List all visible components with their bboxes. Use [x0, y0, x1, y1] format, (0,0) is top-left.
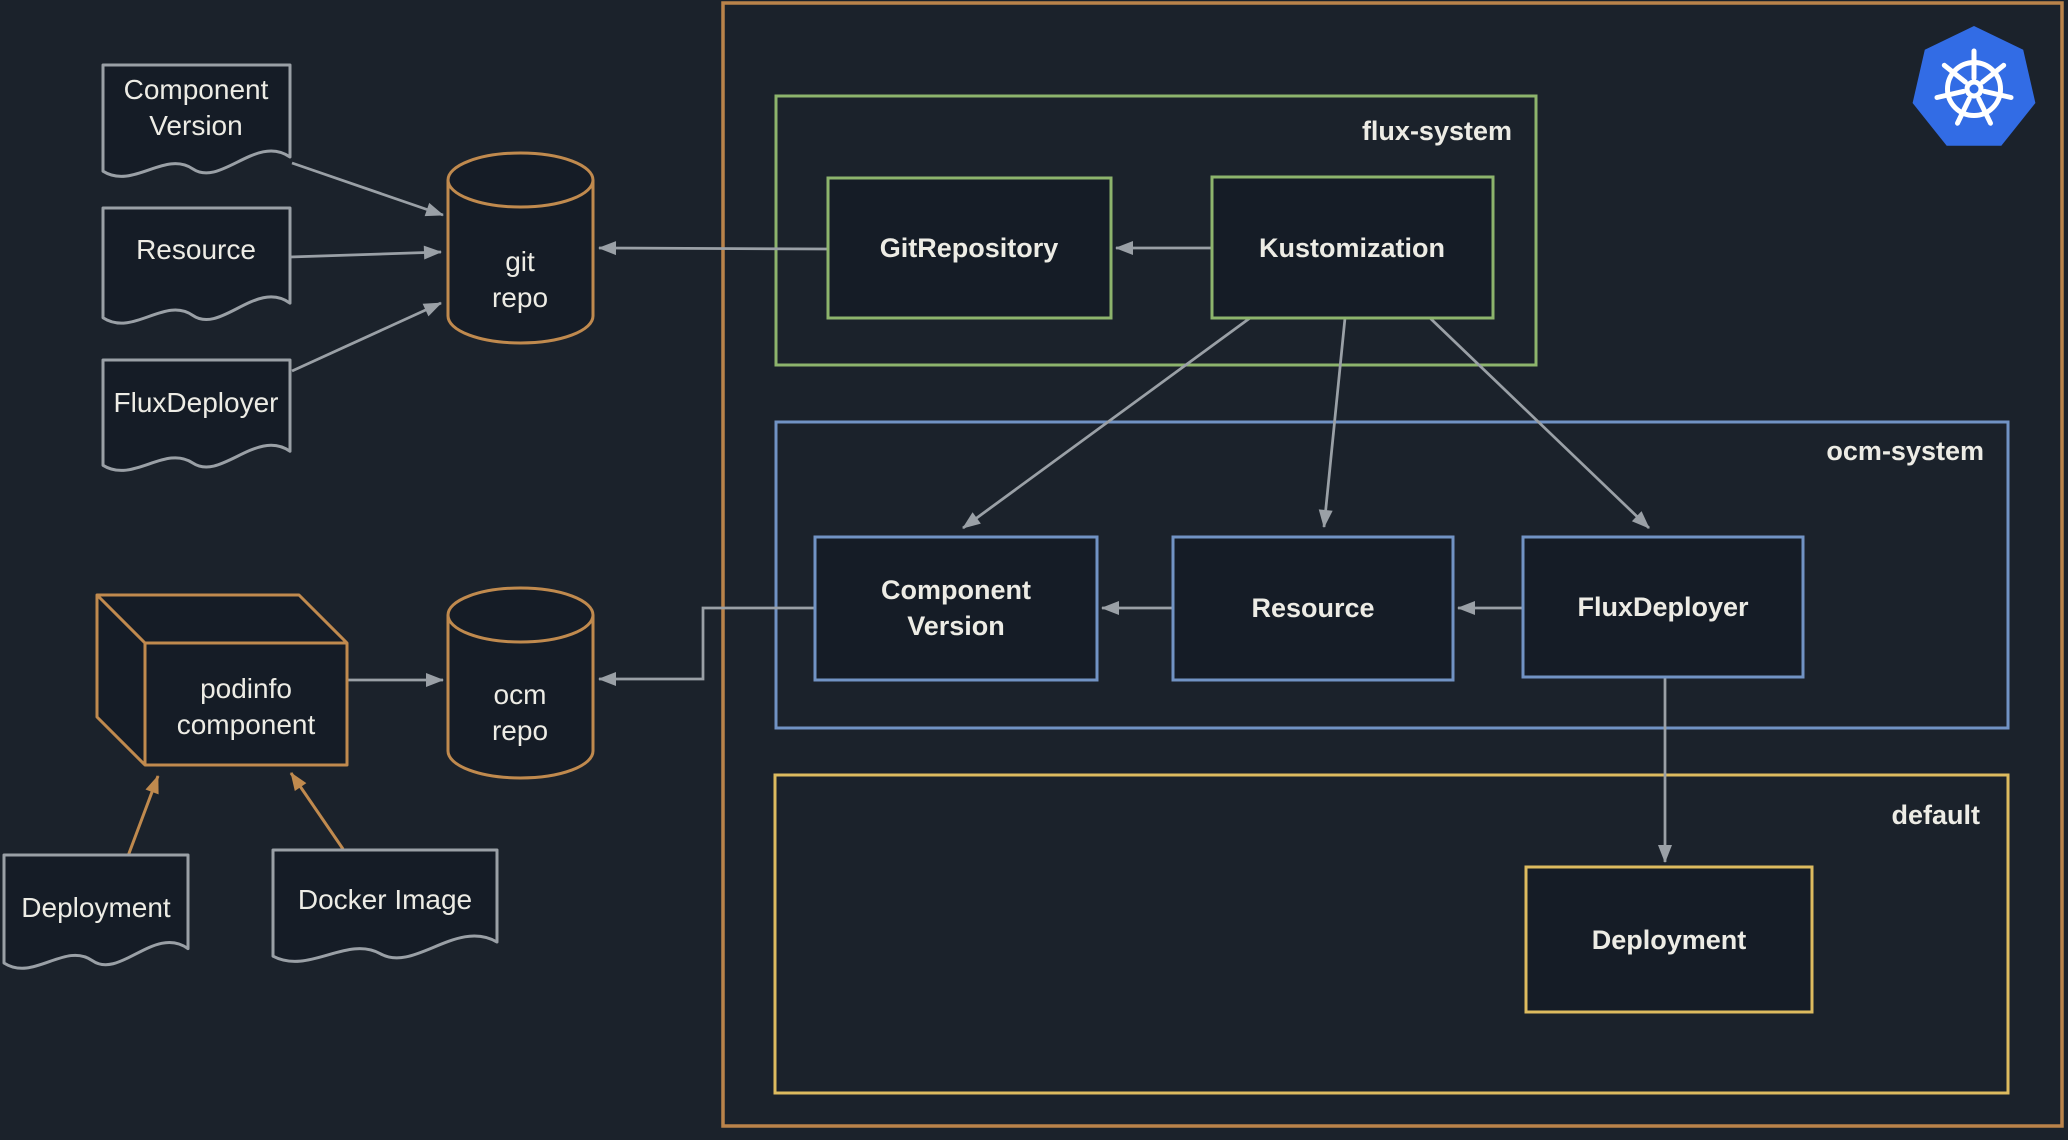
edge-kustomization-to-componentversion — [962, 316, 1251, 530]
fluxdeployer-doc-shape — [101, 358, 292, 472]
deployment-label: Deployment — [1591, 925, 1747, 955]
edge-dockerimage-doc-to-podinfo — [289, 772, 345, 850]
edge-componentversion-doc-to-gitrepo — [291, 161, 444, 217]
namespace-ocm-system-box — [774, 420, 2010, 730]
ocm-repo-label: ocm repo — [491, 679, 549, 746]
docker-image-doc-label: Docker Image — [297, 884, 473, 915]
component-version-doc-shape — [101, 63, 292, 178]
cluster-container — [721, 1, 2064, 1128]
kustomization-label: Kustomization — [1259, 233, 1445, 263]
namespace-flux-system-box — [774, 94, 1538, 367]
docker-image-doc-shape — [271, 848, 499, 963]
ocm-repo-cylinder — [446, 586, 595, 780]
gitrepository-label: GitRepository — [879, 233, 1059, 263]
kustomization-node — [1210, 175, 1495, 320]
namespace-flux-system-label: flux-system — [1361, 116, 1512, 146]
deployment-doc-shape — [2, 853, 190, 970]
resource-label: Resource — [1251, 593, 1375, 623]
deployment-node — [1524, 865, 1814, 1014]
resource-node — [1171, 535, 1455, 682]
component-version-node — [813, 535, 1099, 682]
git-repo-label: git repo — [491, 246, 549, 313]
edge-kustomization-to-fluxdeployer — [1429, 317, 1650, 529]
namespace-default-label: default — [1891, 800, 1980, 830]
podinfo-label: podinfo component — [176, 673, 316, 740]
kubernetes-icon — [1912, 26, 2036, 146]
fluxdeployer-label: FluxDeployer — [1577, 592, 1749, 622]
component-version-doc-label: Component Version — [123, 74, 269, 141]
git-repo-cylinder — [446, 151, 595, 345]
component-version-label: Component Version — [881, 575, 1031, 641]
namespace-default-box — [773, 773, 2010, 1095]
gitrepository-node — [826, 176, 1113, 320]
namespace-ocm-system-label: ocm-system — [1826, 436, 1984, 466]
edge-resource-doc-to-gitrepo — [289, 245, 442, 260]
edge-deployment-doc-to-podinfo — [126, 775, 160, 857]
resource-doc-label: Resource — [136, 234, 256, 265]
deployment-doc-label: Deployment — [21, 892, 171, 923]
edge-componentversion-to-ocmrepo — [598, 606, 815, 686]
edge-kustomization-to-resource — [1318, 317, 1347, 528]
podinfo-cube — [95, 593, 349, 767]
fluxdeployer-doc-label: FluxDeployer — [113, 387, 279, 418]
edge-fluxdeployer-doc-to-gitrepo — [291, 301, 442, 373]
edge-gitrepository-to-gitrepo — [598, 241, 829, 256]
resource-doc-shape — [101, 206, 292, 325]
fluxdeployer-node — [1521, 535, 1805, 679]
